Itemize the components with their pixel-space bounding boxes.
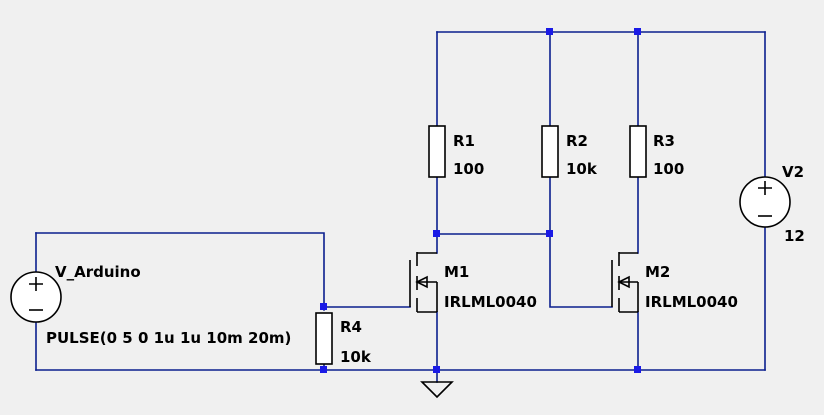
resistor-r4[interactable]: [315, 312, 333, 365]
wires: [35, 31, 766, 383]
r3-name-label: R3: [653, 132, 675, 150]
m1-model-label: IRLML0040: [444, 293, 537, 311]
r4-value-label: 10k: [340, 348, 372, 366]
ground-symbol: [420, 381, 454, 399]
junction-nodes: [320, 28, 641, 373]
varduino-value-label: PULSE(0 5 0 1u 1u 10m 20m): [46, 329, 291, 347]
m2-model-label: IRLML0040: [645, 293, 738, 311]
r1-name-label: R1: [453, 132, 475, 150]
wire-varduino-top: [35, 232, 325, 311]
varduino-name-label: V_Arduino: [55, 263, 141, 281]
r4-name-label: R4: [340, 318, 362, 336]
voltage-source-varduino[interactable]: [10, 271, 62, 323]
resistor-r1[interactable]: [428, 125, 446, 178]
v2-name-label: V2: [782, 163, 804, 181]
wire-r2-bottom: [549, 176, 613, 308]
resistor-r3[interactable]: [629, 125, 647, 178]
r3-value-label: 100: [653, 160, 684, 178]
r2-name-label: R2: [566, 132, 588, 150]
mosfet-m1[interactable]: [409, 252, 438, 313]
v2-value-label: 12: [784, 227, 805, 245]
mosfet-m2[interactable]: [611, 252, 639, 313]
voltage-source-v2[interactable]: [739, 176, 791, 228]
r1-value-label: 100: [453, 160, 484, 178]
m1-name-label: M1: [444, 263, 469, 281]
r2-value-label: 10k: [566, 160, 598, 178]
resistor-r2[interactable]: [541, 125, 559, 178]
m2-name-label: M2: [645, 263, 670, 281]
